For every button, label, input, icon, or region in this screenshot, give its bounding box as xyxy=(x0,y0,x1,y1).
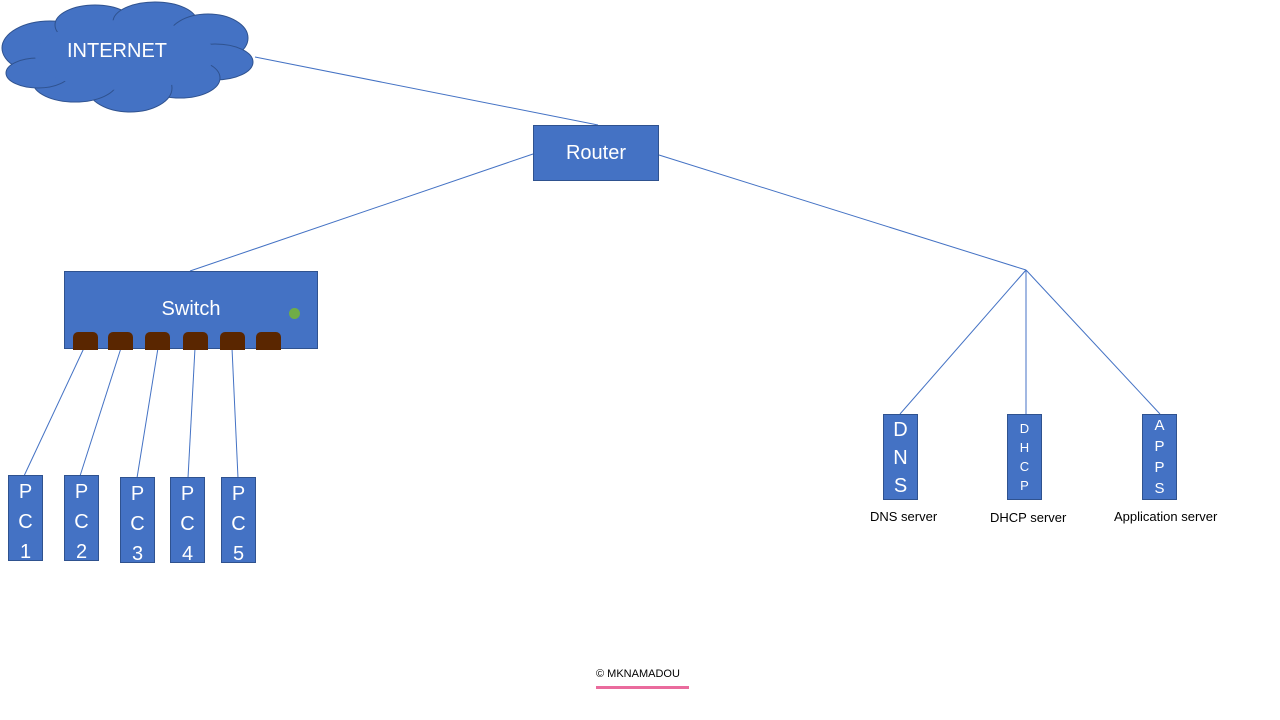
link-switch-pc3 xyxy=(136,347,159,479)
dns-server-caption: DNS server xyxy=(870,509,938,524)
apps-server-caption: Application server xyxy=(1114,509,1218,524)
router-node: Router xyxy=(533,125,659,181)
dhcp-server-char: C xyxy=(1019,459,1030,474)
switch-port-5 xyxy=(220,332,245,350)
pc-5-node: P C 5 xyxy=(221,477,256,563)
pc-5-char: C xyxy=(231,513,246,535)
link-switch-pc5 xyxy=(231,347,239,479)
switch-status-led xyxy=(289,308,300,319)
dns-server-char: S xyxy=(893,475,908,497)
pc-2-node: P C 2 xyxy=(64,475,99,561)
internet-label: INTERNET xyxy=(67,40,167,62)
pc-4-node: P C 4 xyxy=(170,477,205,563)
pc-1-char: P xyxy=(18,481,33,503)
pc-1-char: 1 xyxy=(19,541,32,561)
switch-port-6 xyxy=(256,332,281,350)
link-internet-router xyxy=(254,56,599,126)
pc-3-char: C xyxy=(130,513,145,535)
dns-server-node: D N S xyxy=(883,414,918,500)
apps-server-char: P xyxy=(1154,438,1165,455)
apps-server-char: P xyxy=(1154,459,1165,476)
link-switch-pc1 xyxy=(23,347,85,477)
pc-1-char: C xyxy=(18,511,33,533)
apps-server-char: S xyxy=(1154,480,1165,497)
switch-port-3 xyxy=(145,332,170,350)
pc-4-char: 4 xyxy=(181,543,194,563)
switch-node: Switch xyxy=(64,271,318,350)
pc-3-node: P C 3 xyxy=(120,477,155,563)
pc-3-char: P xyxy=(130,483,145,505)
link-switch-pc4 xyxy=(187,347,196,479)
pc-5-char: P xyxy=(231,483,246,505)
dhcp-server-char: D xyxy=(1019,421,1030,436)
pc-4-char: P xyxy=(180,483,195,505)
pc-3-char: 3 xyxy=(131,543,144,563)
link-router-servers xyxy=(658,154,1027,271)
pc-1-node: P C 1 xyxy=(8,475,43,561)
dhcp-server-char: H xyxy=(1019,440,1030,455)
pc-2-char: P xyxy=(74,481,89,503)
internet-cloud xyxy=(1,1,254,113)
dns-server-char: D xyxy=(893,419,908,441)
link-hub-dns xyxy=(899,269,1027,415)
dhcp-server-caption: DHCP server xyxy=(990,510,1067,525)
link-switch-pc2 xyxy=(79,347,122,477)
switch-port-2 xyxy=(108,332,133,350)
router-label: Router xyxy=(565,141,627,164)
apps-server-node: A P P S xyxy=(1142,414,1177,500)
pc-5-char: 5 xyxy=(232,543,245,563)
switch-label: Switch xyxy=(161,298,221,320)
pc-4-char: C xyxy=(180,513,195,535)
switch-port-1 xyxy=(73,332,98,350)
link-router-switch xyxy=(189,153,534,272)
copyright-underline xyxy=(596,686,689,689)
dns-server-char: N xyxy=(893,447,908,469)
switch-port-4 xyxy=(183,332,208,350)
pc-2-char: C xyxy=(74,511,89,533)
copyright-text: © MKNAMADOU xyxy=(596,668,680,680)
dhcp-server-node: D H C P xyxy=(1007,414,1042,500)
pc-2-char: 2 xyxy=(75,541,88,561)
apps-server-char: A xyxy=(1154,417,1165,434)
dhcp-server-char: P xyxy=(1020,478,1029,493)
link-hub-apps xyxy=(1025,269,1161,415)
